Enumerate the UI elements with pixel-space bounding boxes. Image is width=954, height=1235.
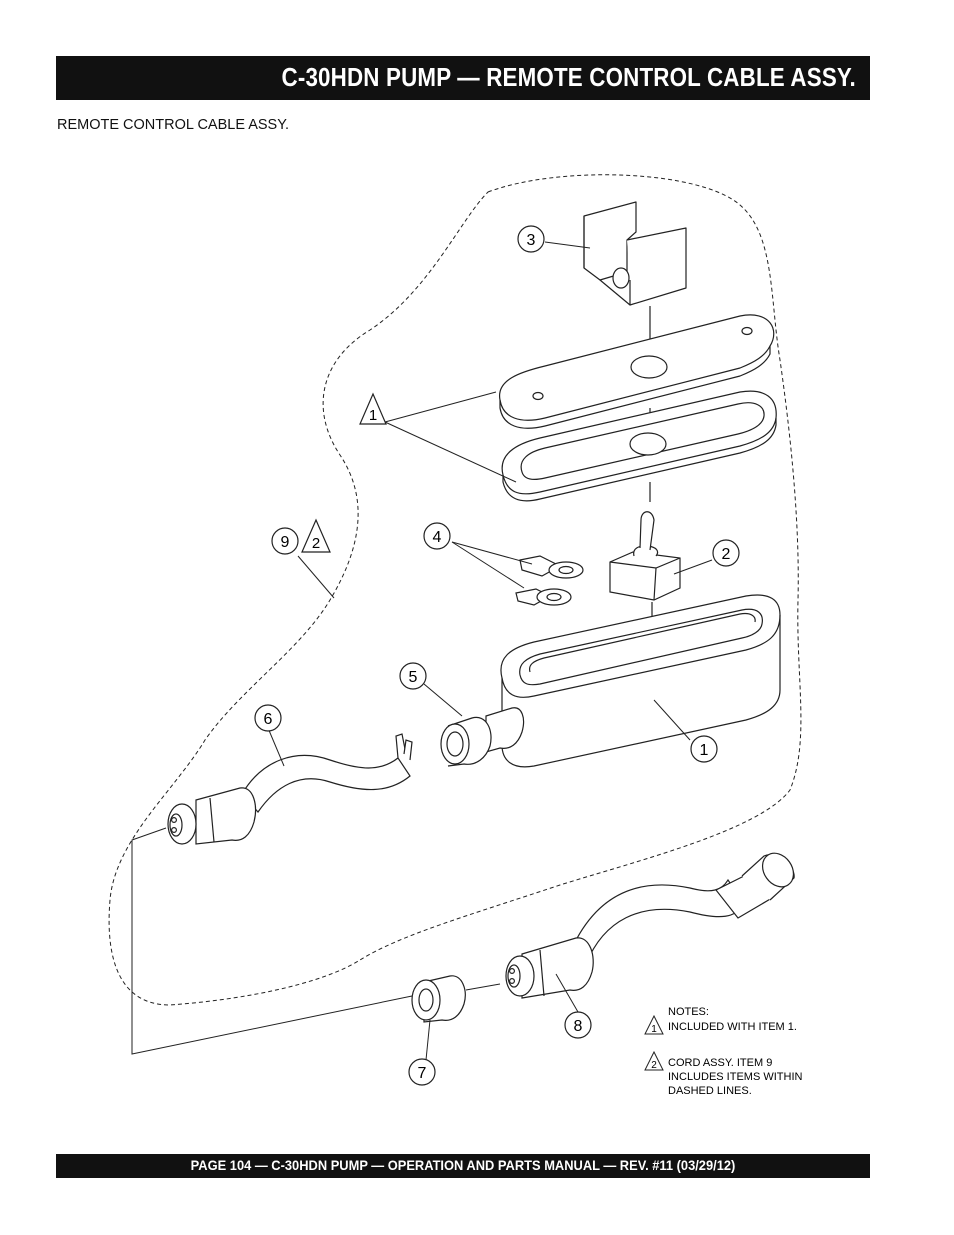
callout-5: 5 — [399, 662, 427, 690]
callout-2-warning-label: 2 — [312, 535, 320, 552]
callout-2-label: 2 — [722, 546, 731, 563]
adapter-sleeve-part — [411, 975, 466, 1023]
enclosure-housing-part — [500, 594, 781, 768]
toggle-switch-part — [609, 511, 681, 601]
diagram-subtitle: REMOTE CONTROL CABLE ASSY. — [57, 117, 290, 133]
callout-8-label: 8 — [574, 1018, 583, 1035]
callout-3: 3 — [517, 225, 545, 253]
cord-assembly-boundary — [108, 174, 802, 1006]
gasket-frame-part — [501, 390, 777, 502]
callout-1-label: 1 — [700, 742, 709, 759]
callout-6: 6 — [254, 704, 282, 732]
callout-5-label: 5 — [409, 669, 418, 686]
callout-1-warning: 1 — [359, 392, 387, 425]
cord-plug-part — [167, 733, 413, 845]
note-2-line-2: INCLUDES ITEMS WITHIN — [668, 1071, 803, 1083]
footer-text: PAGE 104 — C-30HDN PUMP — OPERATION AND … — [190, 1157, 736, 1173]
callout-1: 1 — [690, 735, 718, 763]
connection-guide-line — [131, 827, 501, 1055]
callout-2: 2 — [712, 539, 740, 567]
footer-bar: PAGE 104 — C-30HDN PUMP — OPERATION AND … — [56, 1154, 870, 1178]
callout-4-label: 4 — [433, 529, 442, 546]
grommet-part — [440, 707, 525, 767]
callout-6-label: 6 — [264, 711, 273, 728]
title-bar: C-30HDN PUMP — REMOTE CONTROL CABLE ASSY… — [56, 56, 870, 100]
notes-block: NOTES: 1 INCLUDED WITH ITEM 1. 2 CORD AS… — [644, 1006, 803, 1097]
note-1-text: INCLUDED WITH ITEM 1. — [668, 1021, 797, 1033]
ring-terminals-part — [515, 555, 584, 606]
leader-lines — [267, 241, 713, 1061]
callout-4: 4 — [423, 522, 451, 550]
callout-7: 7 — [408, 1058, 436, 1086]
page-title: C-30HDN PUMP — REMOTE CONTROL CABLE ASSY… — [281, 62, 856, 92]
note-2-line-1: CORD ASSY. ITEM 9 — [668, 1057, 772, 1069]
callout-9-label: 9 — [281, 534, 290, 551]
u-bracket-part — [583, 201, 687, 306]
callout-9: 9 — [271, 527, 299, 555]
note-2-marker: 2 — [651, 1060, 657, 1071]
callout-8: 8 — [564, 1011, 592, 1039]
callout-3-label: 3 — [527, 232, 536, 249]
callout-7-label: 7 — [418, 1065, 427, 1082]
callout-2-warning: 2 — [301, 518, 331, 553]
callout-1-warning-label: 1 — [369, 407, 377, 424]
extension-cord-part — [505, 852, 795, 999]
note-2-line-3: DASHED LINES. — [668, 1085, 752, 1097]
notes-heading: NOTES: — [668, 1006, 709, 1018]
note-1-marker: 1 — [651, 1024, 657, 1035]
top-plate-part — [499, 314, 775, 429]
